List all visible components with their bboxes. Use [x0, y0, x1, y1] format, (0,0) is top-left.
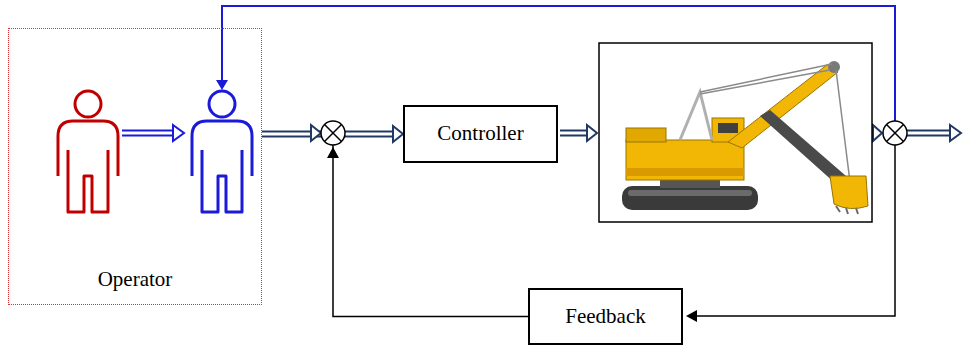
double-arrow: [122, 125, 184, 141]
person-icon: [58, 91, 118, 212]
summing-junction: [883, 121, 907, 145]
double-arrow: [907, 125, 961, 141]
process-box: Controller: [403, 105, 558, 163]
double-arrow-head: [311, 125, 321, 141]
node-label: Feedback: [565, 304, 645, 329]
process-box: Feedback: [528, 288, 683, 345]
node-label: Controller: [437, 121, 523, 146]
double-arrow: [873, 125, 882, 141]
double-arrow: [560, 125, 597, 141]
summing-junction: [321, 121, 345, 158]
person-icon: [192, 91, 252, 212]
group-region: Operator: [8, 28, 262, 305]
node-label: Operator: [98, 267, 173, 292]
excavator-picture: [599, 43, 872, 222]
